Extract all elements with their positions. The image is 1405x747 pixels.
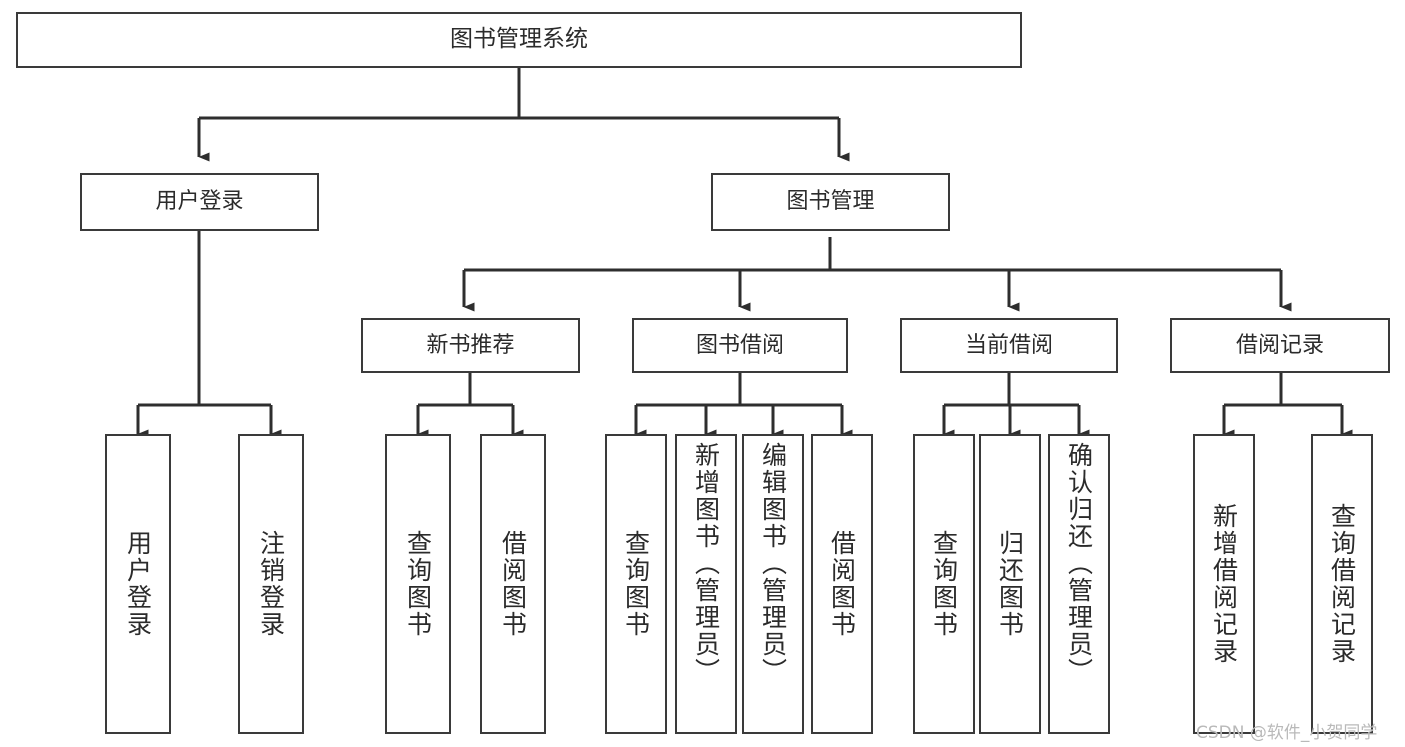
leaf-book-borrow-add-label: 新增图书（管理员） [691,442,721,685]
leaf-user-login-logout[interactable]: 注销登录 [238,434,304,734]
leaf-current-borrow-query-label: 查询图书 [929,530,959,638]
node-book-borrow[interactable]: 图书借阅 [632,318,848,373]
node-book-borrow-label: 图书借阅 [695,332,784,358]
leaf-user-login-login[interactable]: 用户登录 [105,434,171,734]
node-book-management-label: 图书管理 [786,189,875,215]
node-new-book-recommend[interactable]: 新书推荐 [361,318,580,373]
leaf-new-book-query[interactable]: 查询图书 [385,434,451,734]
node-root-system[interactable]: 图书管理系统 [16,12,1022,68]
leaf-borrow-record-add-label: 新增借阅记录 [1209,503,1239,665]
leaf-current-borrow-return-label: 归还图书 [995,530,1025,638]
leaf-current-borrow-return[interactable]: 归还图书 [979,434,1041,734]
leaf-current-borrow-query[interactable]: 查询图书 [913,434,975,734]
leaf-book-borrow-borrow-label: 借阅图书 [827,530,857,638]
leaf-book-borrow-add[interactable]: 新增图书（管理员） [675,434,737,734]
node-borrow-record[interactable]: 借阅记录 [1170,318,1390,373]
leaf-borrow-record-query-label: 查询借阅记录 [1327,503,1357,665]
node-current-borrow[interactable]: 当前借阅 [900,318,1118,373]
node-user-login[interactable]: 用户登录 [80,173,319,231]
leaf-borrow-record-add[interactable]: 新增借阅记录 [1193,434,1255,734]
leaf-current-borrow-confirm[interactable]: 确认归还（管理员） [1048,434,1110,734]
node-user-login-label: 用户登录 [155,189,244,215]
leaf-new-book-borrow-label: 借阅图书 [498,530,528,638]
leaf-book-borrow-edit[interactable]: 编辑图书（管理员） [742,434,804,734]
leaf-new-book-borrow[interactable]: 借阅图书 [480,434,546,734]
leaf-book-borrow-query-label: 查询图书 [621,530,651,638]
leaf-book-borrow-query[interactable]: 查询图书 [605,434,667,734]
leaf-new-book-query-label: 查询图书 [403,530,433,638]
leaf-user-login-logout-label: 注销登录 [256,530,286,638]
node-book-management[interactable]: 图书管理 [711,173,950,231]
leaf-user-login-login-label: 用户登录 [123,530,153,638]
node-current-borrow-label: 当前借阅 [964,332,1053,358]
leaf-book-borrow-borrow[interactable]: 借阅图书 [811,434,873,734]
leaf-borrow-record-query[interactable]: 查询借阅记录 [1311,434,1373,734]
node-new-book-recommend-label: 新书推荐 [426,332,515,358]
node-root-label: 图书管理系统 [450,26,588,53]
leaf-book-borrow-edit-label: 编辑图书（管理员） [758,442,788,685]
leaf-current-borrow-confirm-label: 确认归还（管理员） [1064,442,1094,685]
node-borrow-record-label: 借阅记录 [1235,332,1324,358]
